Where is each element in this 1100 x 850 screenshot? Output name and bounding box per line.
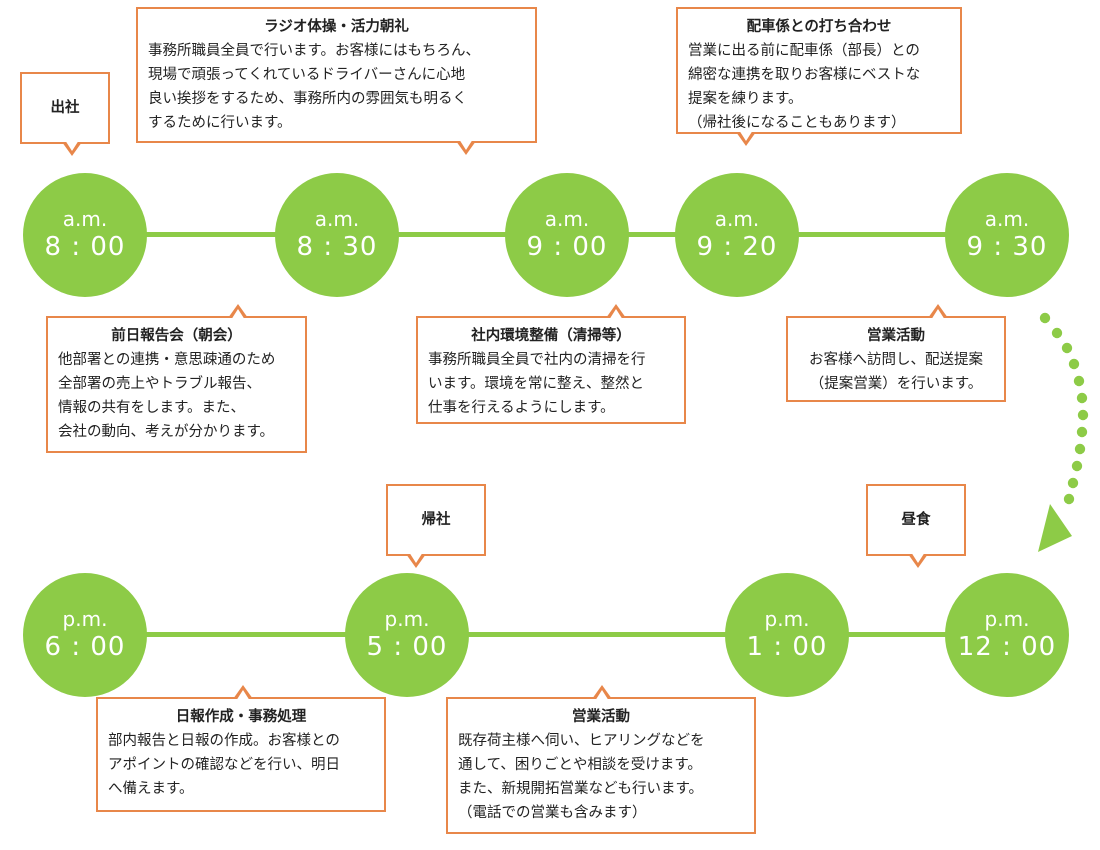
time-label: 9 : 30: [966, 232, 1048, 262]
callout-body: 事務所職員全員で行います。お客様にはもちろん、 現場で頑張ってくれているドライバ…: [148, 43, 481, 131]
time-circle-1-00: p.m. 1 : 00: [725, 573, 849, 697]
callout-sales-morning: 営業活動 お客様へ訪問し、配送提案 （提案営業）を行います。: [786, 304, 1006, 402]
ampm-label: p.m.: [384, 607, 430, 631]
callout-body: お客様へ訪問し、配送提案 （提案営業）を行います。: [809, 352, 983, 392]
callout-title: ラジオ体操・活力朝礼: [264, 19, 409, 35]
callout-body: 他部署との連携・意思疎通のため 全部署の売上やトラブル報告、 情報の共有をします…: [58, 352, 276, 440]
callout-return-office: 帰社: [386, 484, 486, 568]
callout-sales-afternoon: 営業活動 既存荷主様へ伺い、ヒアリングなどを 通して、困りごとや相談を受けます。…: [446, 685, 756, 834]
callout-title: 営業活動: [572, 709, 630, 725]
callout-body: 部内報告と日報の作成。お客様との アポイントの確認などを行い、明日 へ備えます。: [108, 733, 340, 797]
ampm-label: a.m.: [62, 207, 108, 231]
time-label: 5 : 00: [366, 632, 448, 662]
time-label: 12 : 00: [957, 632, 1057, 662]
ampm-label: a.m.: [314, 207, 360, 231]
time-label: 9 : 00: [526, 232, 608, 262]
time-circle-8-30: a.m. 8 : 30: [275, 173, 399, 297]
ampm-label: p.m.: [764, 607, 810, 631]
callout-lunch: 昼食: [866, 484, 966, 568]
time-circle-9-20: a.m. 9 : 20: [675, 173, 799, 297]
callout-title: 配車係との打ち合わせ: [746, 19, 892, 35]
time-label: 8 : 00: [44, 232, 126, 262]
ampm-label: a.m.: [984, 207, 1030, 231]
ampm-label: p.m.: [62, 607, 108, 631]
time-label: 8 : 30: [296, 232, 378, 262]
arrow-head: [1038, 504, 1072, 552]
callout-office-cleaning: 社内環境整備（清掃等） 事務所職員全員で社内の清掃を行 います。環境を常に整え、…: [416, 304, 686, 424]
time-circle-12-00: p.m. 12 : 00: [945, 573, 1069, 697]
callout-label: 帰社: [421, 512, 451, 528]
time-circle-9-00: a.m. 9 : 00: [505, 173, 629, 297]
ampm-label: a.m.: [714, 207, 760, 231]
time-circle-6-00: p.m. 6 : 00: [23, 573, 147, 697]
callout-title: 社内環境整備（清掃等）: [471, 328, 631, 344]
ampm-label: a.m.: [544, 207, 590, 231]
time-circle-5-00: p.m. 5 : 00: [345, 573, 469, 697]
callout-arrive: 出社: [20, 72, 110, 156]
callout-title: 営業活動: [867, 328, 925, 344]
time-label: 9 : 20: [696, 232, 778, 262]
callout-morning-exercise: ラジオ体操・活力朝礼 事務所職員全員で行います。お客様にはもちろん、 現場で頑張…: [136, 7, 537, 155]
callout-title: 日報作成・事務処理: [175, 709, 307, 725]
time-label: 1 : 00: [746, 632, 828, 662]
callout-title: 前日報告会（朝会）: [111, 328, 242, 344]
dotted-curved-arrow: [1038, 312, 1089, 552]
callout-label: 出社: [50, 100, 80, 116]
ampm-label: p.m.: [984, 607, 1030, 631]
callout-previous-day-report: 前日報告会（朝会） 他部署との連携・意思疎通のため 全部署の売上やトラブル報告、…: [46, 304, 307, 453]
callout-daily-report: 日報作成・事務処理 部内報告と日報の作成。お客様との アポイントの確認などを行い…: [96, 685, 386, 812]
callout-dispatch-meeting: 配車係との打ち合わせ 営業に出る前に配車係（部長）との 綿密な連携を取りお客様に…: [676, 7, 962, 146]
time-circle-8-00: a.m. 8 : 00: [23, 173, 147, 297]
callout-body: 事務所職員全員で社内の清掃を行 います。環境を常に整え、整然と 仕事を行えるよう…: [428, 352, 646, 416]
arrow-dots: [1039, 312, 1089, 505]
callout-label: 昼食: [901, 512, 931, 528]
afternoon-timeline-line: [85, 632, 1005, 637]
callout-body: 営業に出る前に配車係（部長）との 綿密な連携を取りお客様にベストな 提案を練りま…: [688, 43, 921, 131]
time-label: 6 : 00: [44, 632, 126, 662]
callout-body: 既存荷主様へ伺い、ヒアリングなどを 通して、困りごとや相談を受けます。 また、新…: [458, 733, 705, 821]
time-circle-9-30: a.m. 9 : 30: [945, 173, 1069, 297]
